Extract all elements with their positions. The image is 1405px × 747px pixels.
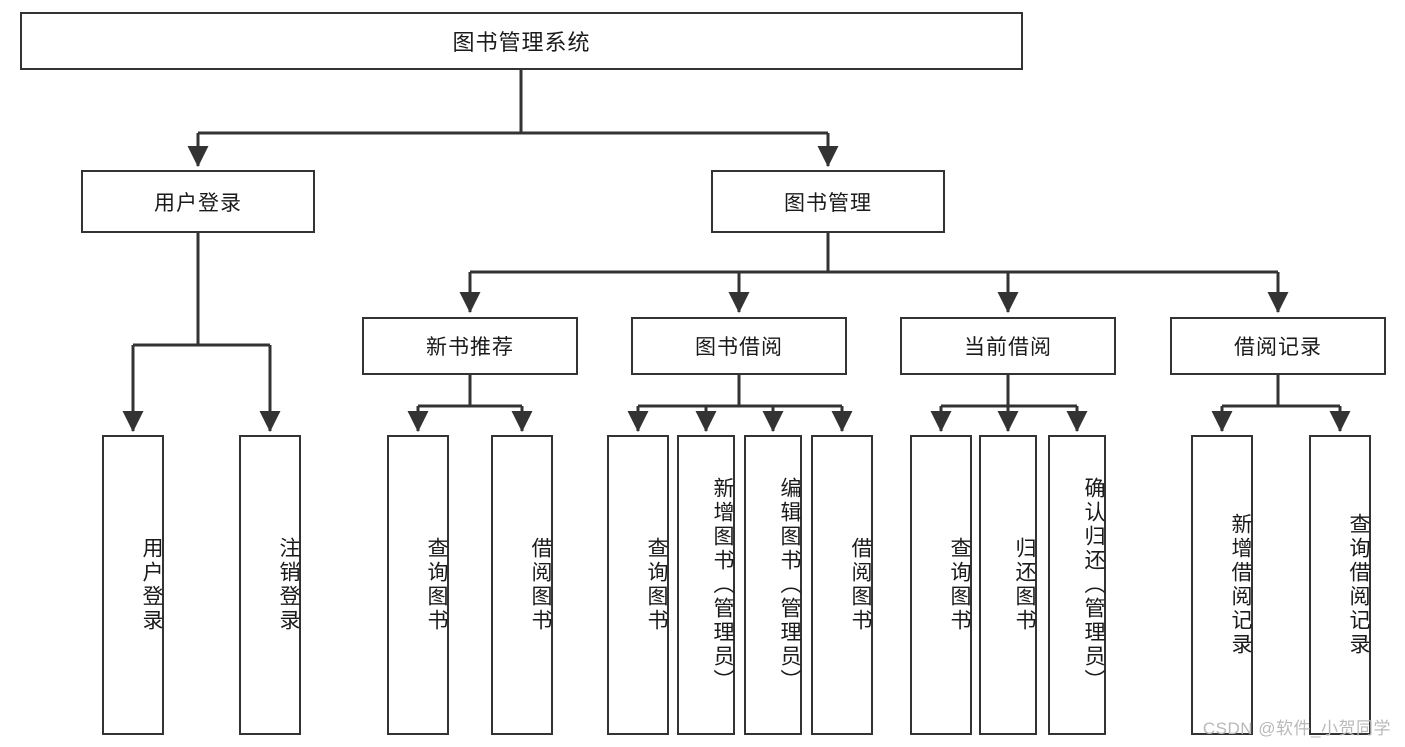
leaf-query-book-2[interactable]: 查询图书 (607, 435, 669, 735)
node-current-borrow[interactable]: 当前借阅 (900, 317, 1116, 375)
leaf-add-book-admin[interactable]: 新增图书（管理员） (677, 435, 735, 735)
leaf-logout-login[interactable]: 注销登录 (239, 435, 301, 735)
node-label: 查询图书 (425, 537, 448, 633)
node-label: 图书管理 (784, 191, 872, 215)
node-label: 新书推荐 (426, 336, 514, 359)
node-label: 编辑图书（管理员） (778, 477, 801, 693)
node-label: 新增图书（管理员） (711, 477, 734, 693)
leaf-return-book[interactable]: 归还图书 (979, 435, 1037, 735)
node-label: 新增借阅记录 (1229, 513, 1252, 657)
node-root-system[interactable]: 图书管理系统 (20, 12, 1023, 70)
node-label: 归还图书 (1013, 537, 1036, 633)
leaf-edit-book-admin[interactable]: 编辑图书（管理员） (744, 435, 802, 735)
leaf-confirm-return-admin[interactable]: 确认归还（管理员） (1048, 435, 1106, 735)
node-label: 注销登录 (277, 537, 300, 633)
leaf-query-book-3[interactable]: 查询图书 (910, 435, 972, 735)
leaf-query-borrow-record[interactable]: 查询借阅记录 (1309, 435, 1371, 735)
node-label: 借阅图书 (529, 537, 552, 633)
node-label: 借阅记录 (1234, 336, 1322, 359)
node-label: 用户登录 (154, 191, 242, 215)
leaf-borrow-book-1[interactable]: 借阅图书 (491, 435, 553, 735)
node-label: 确认归还（管理员） (1082, 477, 1105, 693)
leaf-add-borrow-record[interactable]: 新增借阅记录 (1191, 435, 1253, 735)
node-label: 查询借阅记录 (1347, 513, 1370, 657)
node-book-borrow[interactable]: 图书借阅 (631, 317, 847, 375)
leaf-borrow-book-2[interactable]: 借阅图书 (811, 435, 873, 735)
node-label: 查询图书 (948, 537, 971, 633)
leaf-query-book-1[interactable]: 查询图书 (387, 435, 449, 735)
node-label: 图书借阅 (695, 336, 783, 359)
leaf-user-login[interactable]: 用户登录 (102, 435, 164, 735)
node-book-management[interactable]: 图书管理 (711, 170, 945, 233)
node-label: 借阅图书 (849, 537, 872, 633)
node-label: 查询图书 (645, 537, 668, 633)
node-user-login[interactable]: 用户登录 (81, 170, 315, 233)
node-label: 用户登录 (140, 537, 163, 633)
node-label: 图书管理系统 (452, 30, 591, 55)
node-label: 当前借阅 (964, 336, 1052, 359)
node-borrow-record[interactable]: 借阅记录 (1170, 317, 1386, 375)
node-new-book-recommend[interactable]: 新书推荐 (362, 317, 578, 375)
csdn-watermark: CSDN @软件_小贺同学 (1202, 719, 1391, 738)
